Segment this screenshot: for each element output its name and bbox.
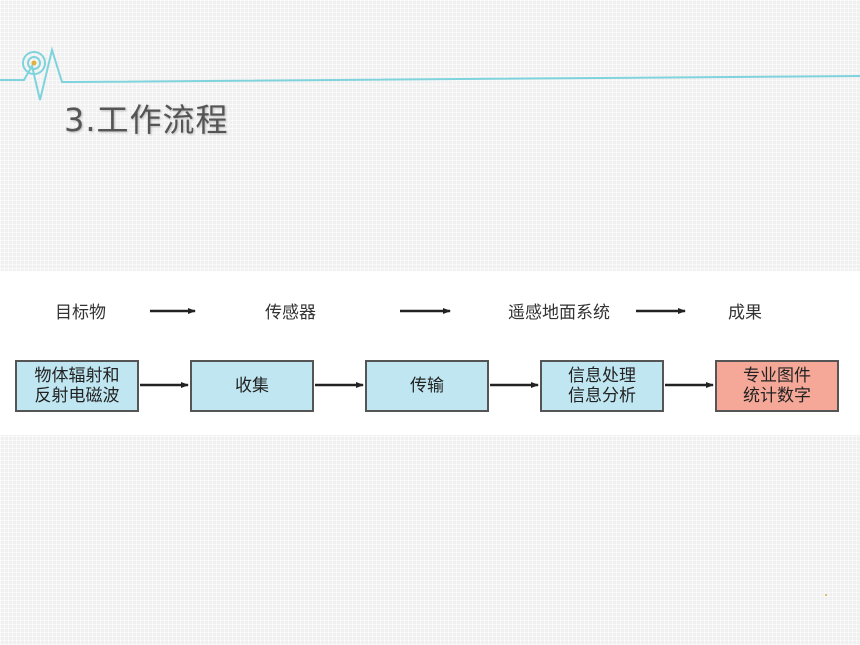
- stage-label-result: 成果: [728, 303, 762, 323]
- box-transmit-label: 传输: [410, 376, 444, 396]
- box-processing-line1: 信息处理: [568, 366, 636, 386]
- flow-arrows: [140, 308, 714, 388]
- decorative-dot: [825, 594, 827, 596]
- box-output-line2: 统计数字: [743, 386, 811, 406]
- pulse-line: [0, 46, 860, 101]
- box-collect-label: 收集: [235, 376, 269, 396]
- box-transmit: 传输: [365, 360, 489, 412]
- stage-label-sensor: 传感器: [265, 303, 316, 323]
- box-collect: 收集: [190, 360, 314, 412]
- stage-label-ground-system: 遥感地面系统: [508, 303, 610, 323]
- box-output: 专业图件 统计数字: [715, 360, 839, 412]
- box-radiation-line2: 反射电磁波: [34, 386, 120, 406]
- box-processing: 信息处理 信息分析: [540, 360, 664, 412]
- header-decoration: [0, 46, 860, 101]
- signal-icon: [22, 51, 46, 75]
- box-radiation: 物体辐射和 反射电磁波: [15, 360, 139, 412]
- box-processing-line2: 信息分析: [568, 386, 636, 406]
- box-radiation-line1: 物体辐射和: [34, 366, 120, 386]
- slide-title: 3.工作流程: [64, 101, 229, 139]
- stage-label-target: 目标物: [55, 303, 106, 323]
- box-output-line1: 专业图件: [743, 366, 811, 386]
